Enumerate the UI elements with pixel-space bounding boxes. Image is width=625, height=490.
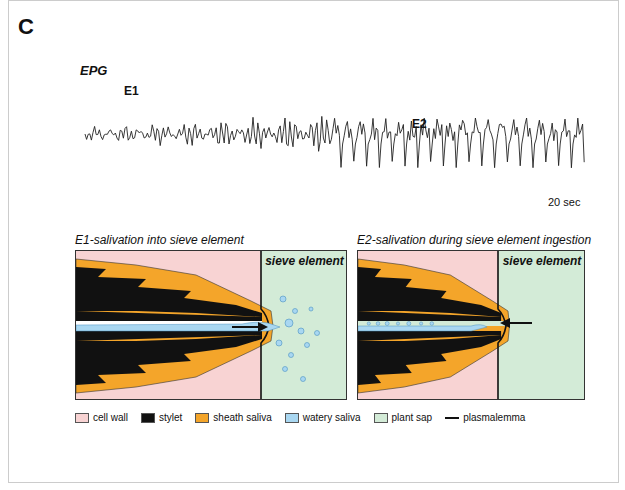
frame-border bbox=[9, 1, 619, 483]
legend-swatch bbox=[75, 413, 89, 423]
saliva-droplet bbox=[396, 322, 399, 325]
illustration-panel: E2-salivation during sieve element inges… bbox=[357, 250, 585, 400]
stylet bbox=[358, 331, 501, 341]
scale-label: 20 sec bbox=[548, 196, 580, 208]
stylet bbox=[76, 311, 262, 321]
trace-label: EPG bbox=[80, 63, 107, 78]
legend-text: stylet bbox=[159, 412, 182, 423]
stylet bbox=[76, 335, 262, 385]
saliva-droplet bbox=[293, 309, 298, 314]
stylet bbox=[358, 267, 501, 317]
saliva-droplet bbox=[309, 307, 313, 311]
plant-sap bbox=[498, 251, 584, 399]
illustration-panel: E1-salivation into sieve elementsieve el… bbox=[75, 250, 347, 400]
sheath-saliva bbox=[358, 259, 510, 393]
stylet-illustration bbox=[358, 251, 584, 399]
stylet bbox=[358, 335, 501, 385]
legend-item: plant sap bbox=[374, 412, 433, 423]
saliva-droplet bbox=[430, 322, 434, 326]
saliva-droplet bbox=[315, 331, 320, 336]
flow-arrow bbox=[232, 326, 260, 328]
waveform-label: E2 bbox=[412, 117, 427, 131]
stylet bbox=[358, 311, 501, 321]
legend-line-sample bbox=[445, 417, 459, 419]
saliva-droplet bbox=[376, 322, 380, 326]
saliva-droplet bbox=[301, 377, 306, 382]
legend-item: cell wall bbox=[75, 412, 128, 423]
watery-saliva bbox=[76, 322, 280, 331]
saliva-droplet bbox=[276, 340, 282, 346]
legend-item: stylet bbox=[141, 412, 182, 423]
saliva-droplet bbox=[283, 367, 288, 372]
cell-wall bbox=[76, 251, 346, 399]
region-label: sieve element bbox=[501, 255, 583, 269]
legend-item: watery saliva bbox=[285, 412, 361, 423]
panel-letter: C bbox=[18, 14, 34, 40]
saliva-droplet bbox=[385, 322, 389, 326]
stylet bbox=[76, 267, 262, 317]
legend-item: plasmalemma bbox=[445, 412, 525, 423]
legend-swatch bbox=[285, 413, 299, 423]
legend-text: cell wall bbox=[93, 412, 128, 423]
saliva-droplet bbox=[305, 343, 310, 348]
arrow-head bbox=[258, 322, 268, 332]
epg-trace bbox=[85, 116, 584, 167]
region-label: sieve element bbox=[264, 255, 345, 269]
saliva-droplet bbox=[285, 319, 293, 327]
panel-heading: E2-salivation during sieve element inges… bbox=[357, 233, 591, 247]
legend-swatch bbox=[374, 413, 388, 423]
panel-heading: E1-salivation into sieve element bbox=[75, 233, 244, 247]
saliva-droplet bbox=[407, 322, 411, 326]
legend-text: sheath saliva bbox=[213, 412, 271, 423]
saliva-droplet bbox=[367, 322, 370, 325]
legend-swatch bbox=[141, 413, 155, 423]
watery-saliva bbox=[358, 325, 487, 331]
saliva-droplet bbox=[280, 296, 286, 302]
legend-item: sheath saliva bbox=[195, 412, 271, 423]
saliva-droplet bbox=[298, 328, 304, 334]
legend-swatch bbox=[195, 413, 209, 423]
sieve-element-region: sieve element bbox=[261, 251, 348, 401]
legend-text: plant sap bbox=[392, 412, 433, 423]
legend-text: watery saliva bbox=[303, 412, 361, 423]
saliva-droplet bbox=[289, 353, 294, 358]
cell-wall bbox=[358, 251, 584, 399]
stylet-illustration bbox=[76, 251, 346, 399]
saliva-droplet bbox=[420, 322, 423, 325]
sieve-element-region: sieve element bbox=[498, 251, 586, 401]
legend-text: plasmalemma bbox=[463, 412, 525, 423]
waveform-label: E1 bbox=[124, 84, 139, 98]
epg-waveform bbox=[85, 116, 584, 167]
arrow-head bbox=[500, 318, 510, 328]
stylet bbox=[76, 331, 262, 341]
